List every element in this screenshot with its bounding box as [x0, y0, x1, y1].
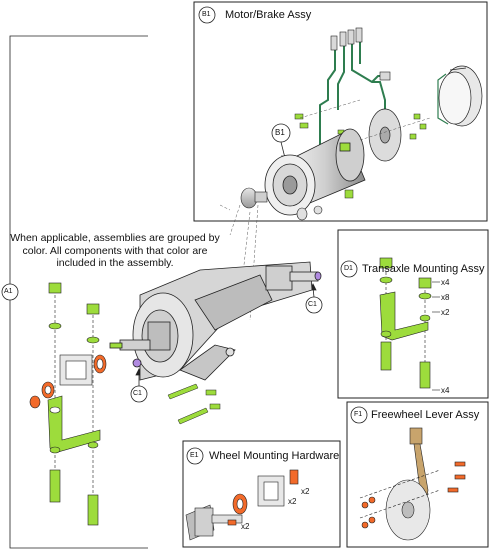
pinion-gear	[240, 187, 323, 221]
b1-badge-label: B1	[202, 11, 211, 18]
a1-callout	[1, 283, 19, 301]
a1-hardware	[29, 282, 107, 526]
e1-title: Wheel Mounting Hardware	[209, 450, 340, 462]
brake-cover	[437, 65, 483, 127]
transaxle-assembly	[109, 261, 322, 381]
b1-title: Motor/Brake Assy	[225, 9, 312, 21]
d1-qty-x8: x8	[441, 293, 450, 302]
e1-qty-washer: x2	[241, 522, 250, 531]
e1-qty-bolt: x2	[301, 487, 310, 496]
e1-qty-block: x2	[288, 497, 297, 506]
d1-hardware	[379, 257, 440, 391]
d1-qty-x4-top: x4	[441, 278, 450, 287]
d1-badge	[340, 260, 358, 278]
e1-badge-label: E1	[190, 452, 199, 459]
wiring-harness	[319, 40, 386, 145]
d1-title: Transaxle Mounting Assy	[362, 263, 485, 275]
d1-box	[337, 229, 489, 399]
f1-freewheel-lever	[359, 427, 466, 541]
motor-brake-assembly	[219, 27, 483, 321]
a1-bracket	[9, 35, 148, 549]
f1-badge-label: F1	[354, 411, 363, 418]
e1-badge	[186, 447, 204, 465]
f1-title: Freewheel Lever Assy	[371, 409, 480, 421]
d1-badge-label: D1	[344, 265, 353, 272]
transaxle-bolts	[167, 383, 221, 425]
a1-callout-label: A1	[4, 288, 13, 295]
b1-inner-callout-label: B1	[275, 128, 285, 137]
e1-hardware	[185, 469, 299, 541]
c1-right-callout-label: C1	[308, 301, 317, 308]
f1-badge	[350, 406, 368, 424]
motor-body	[264, 128, 366, 216]
c1-left-callout-label: C1	[133, 390, 142, 397]
color-grouping-note: When applicable, assemblies are grouped …	[10, 232, 220, 269]
brake-disc	[368, 108, 402, 162]
d1-qty-x4-bottom: x4	[441, 386, 450, 395]
b1-badge	[198, 6, 216, 24]
d1-qty-x2: x2	[441, 308, 450, 317]
